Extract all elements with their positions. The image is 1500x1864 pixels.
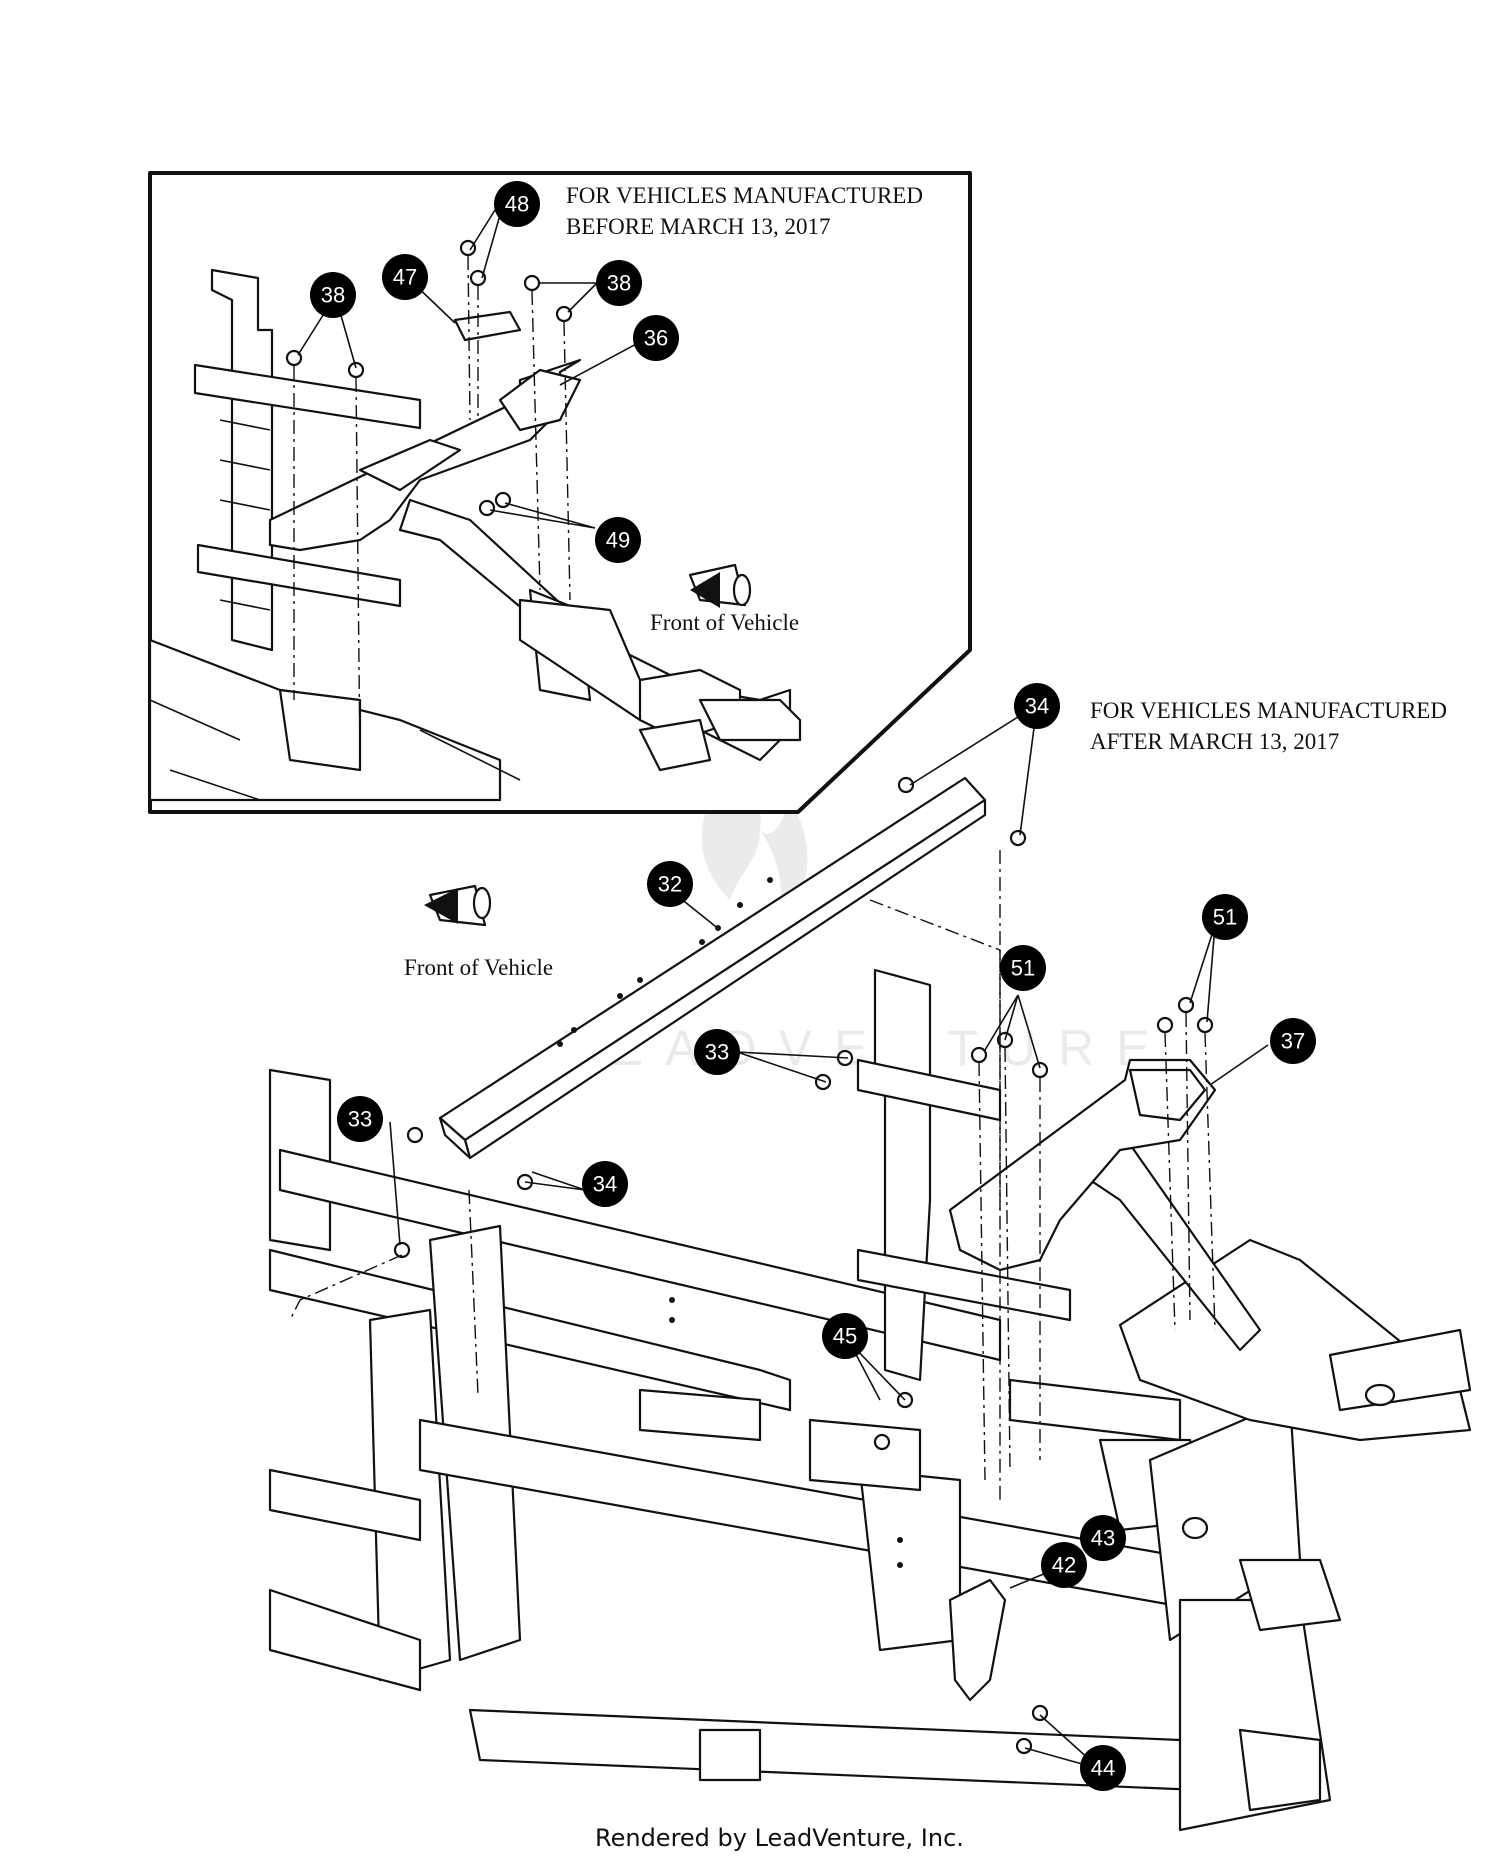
inset-part-47-plate	[453, 310, 522, 342]
svg-text:45: 45	[833, 1324, 857, 1349]
main-title-line2: AFTER MARCH 13, 2017	[1090, 729, 1339, 754]
callout-37: 37	[1270, 1018, 1316, 1064]
callout-51: 51	[1202, 894, 1248, 940]
footer-credit: Rendered by LeadVenture, Inc.	[595, 1824, 964, 1852]
main-right-upright	[856, 968, 1262, 1382]
inset-title-line1: FOR VEHICLES MANUFACTURED	[566, 183, 923, 208]
svg-text:49: 49	[606, 528, 630, 553]
callout-34: 34	[582, 1161, 628, 1207]
main-frame-assembly	[268, 1068, 1472, 1832]
inset-dashed-lines	[293, 255, 571, 761]
callout-48: 48	[494, 181, 540, 227]
main-front-arrow	[424, 884, 492, 927]
svg-text:51: 51	[1011, 956, 1035, 981]
main-part-42-gusset	[948, 1578, 1007, 1702]
callout-34: 34	[1014, 683, 1060, 729]
svg-text:38: 38	[607, 271, 631, 296]
svg-text:36: 36	[644, 326, 668, 351]
callout-47: 47	[382, 254, 428, 300]
svg-text:48: 48	[505, 192, 529, 217]
callout-51: 51	[1000, 945, 1046, 991]
inset-title-line2: BEFORE MARCH 13, 2017	[566, 214, 831, 239]
inset-before-2017: FOR VEHICLES MANUFACTURED BEFORE MARCH 1…	[148, 171, 972, 814]
svg-text:44: 44	[1091, 1756, 1115, 1781]
svg-text:47: 47	[393, 265, 417, 290]
callout-32: 32	[647, 861, 693, 907]
callout-36: 36	[633, 315, 679, 361]
inset-front-arrow	[688, 563, 752, 608]
callout-49: 49	[595, 517, 641, 563]
svg-text:38: 38	[321, 283, 345, 308]
callouts: 48 47 38 38 36 49 34 32 51 51 37 33 33 3…	[310, 181, 1316, 1791]
svg-text:51: 51	[1213, 905, 1237, 930]
callout-44: 44	[1080, 1745, 1126, 1791]
callout-38: 38	[310, 272, 356, 318]
svg-text:37: 37	[1281, 1029, 1305, 1054]
inset-fasteners	[285, 239, 573, 517]
callout-33: 33	[337, 1096, 383, 1142]
inset-front-label: Front of Vehicle	[650, 610, 799, 635]
callout-43: 43	[1080, 1515, 1126, 1561]
inset-frame-assembly	[148, 268, 802, 802]
svg-text:33: 33	[705, 1040, 729, 1065]
callout-38: 38	[596, 260, 642, 306]
main-title-line1: FOR VEHICLES MANUFACTURED	[1090, 698, 1447, 723]
svg-text:42: 42	[1052, 1553, 1076, 1578]
callout-42: 42	[1041, 1542, 1087, 1588]
inset-part-36-bracket	[268, 358, 582, 552]
main-front-label: Front of Vehicle	[404, 955, 553, 980]
svg-text:34: 34	[593, 1172, 617, 1197]
svg-text:43: 43	[1091, 1526, 1115, 1551]
callout-45: 45	[822, 1313, 868, 1359]
svg-text:34: 34	[1025, 694, 1049, 719]
callout-33: 33	[694, 1029, 740, 1075]
svg-text:32: 32	[658, 872, 682, 897]
svg-text:33: 33	[348, 1107, 372, 1132]
main-part-32-crossbar	[438, 776, 987, 1160]
inset-leaders	[297, 209, 641, 529]
main-dashed-lines	[289, 850, 1216, 1500]
